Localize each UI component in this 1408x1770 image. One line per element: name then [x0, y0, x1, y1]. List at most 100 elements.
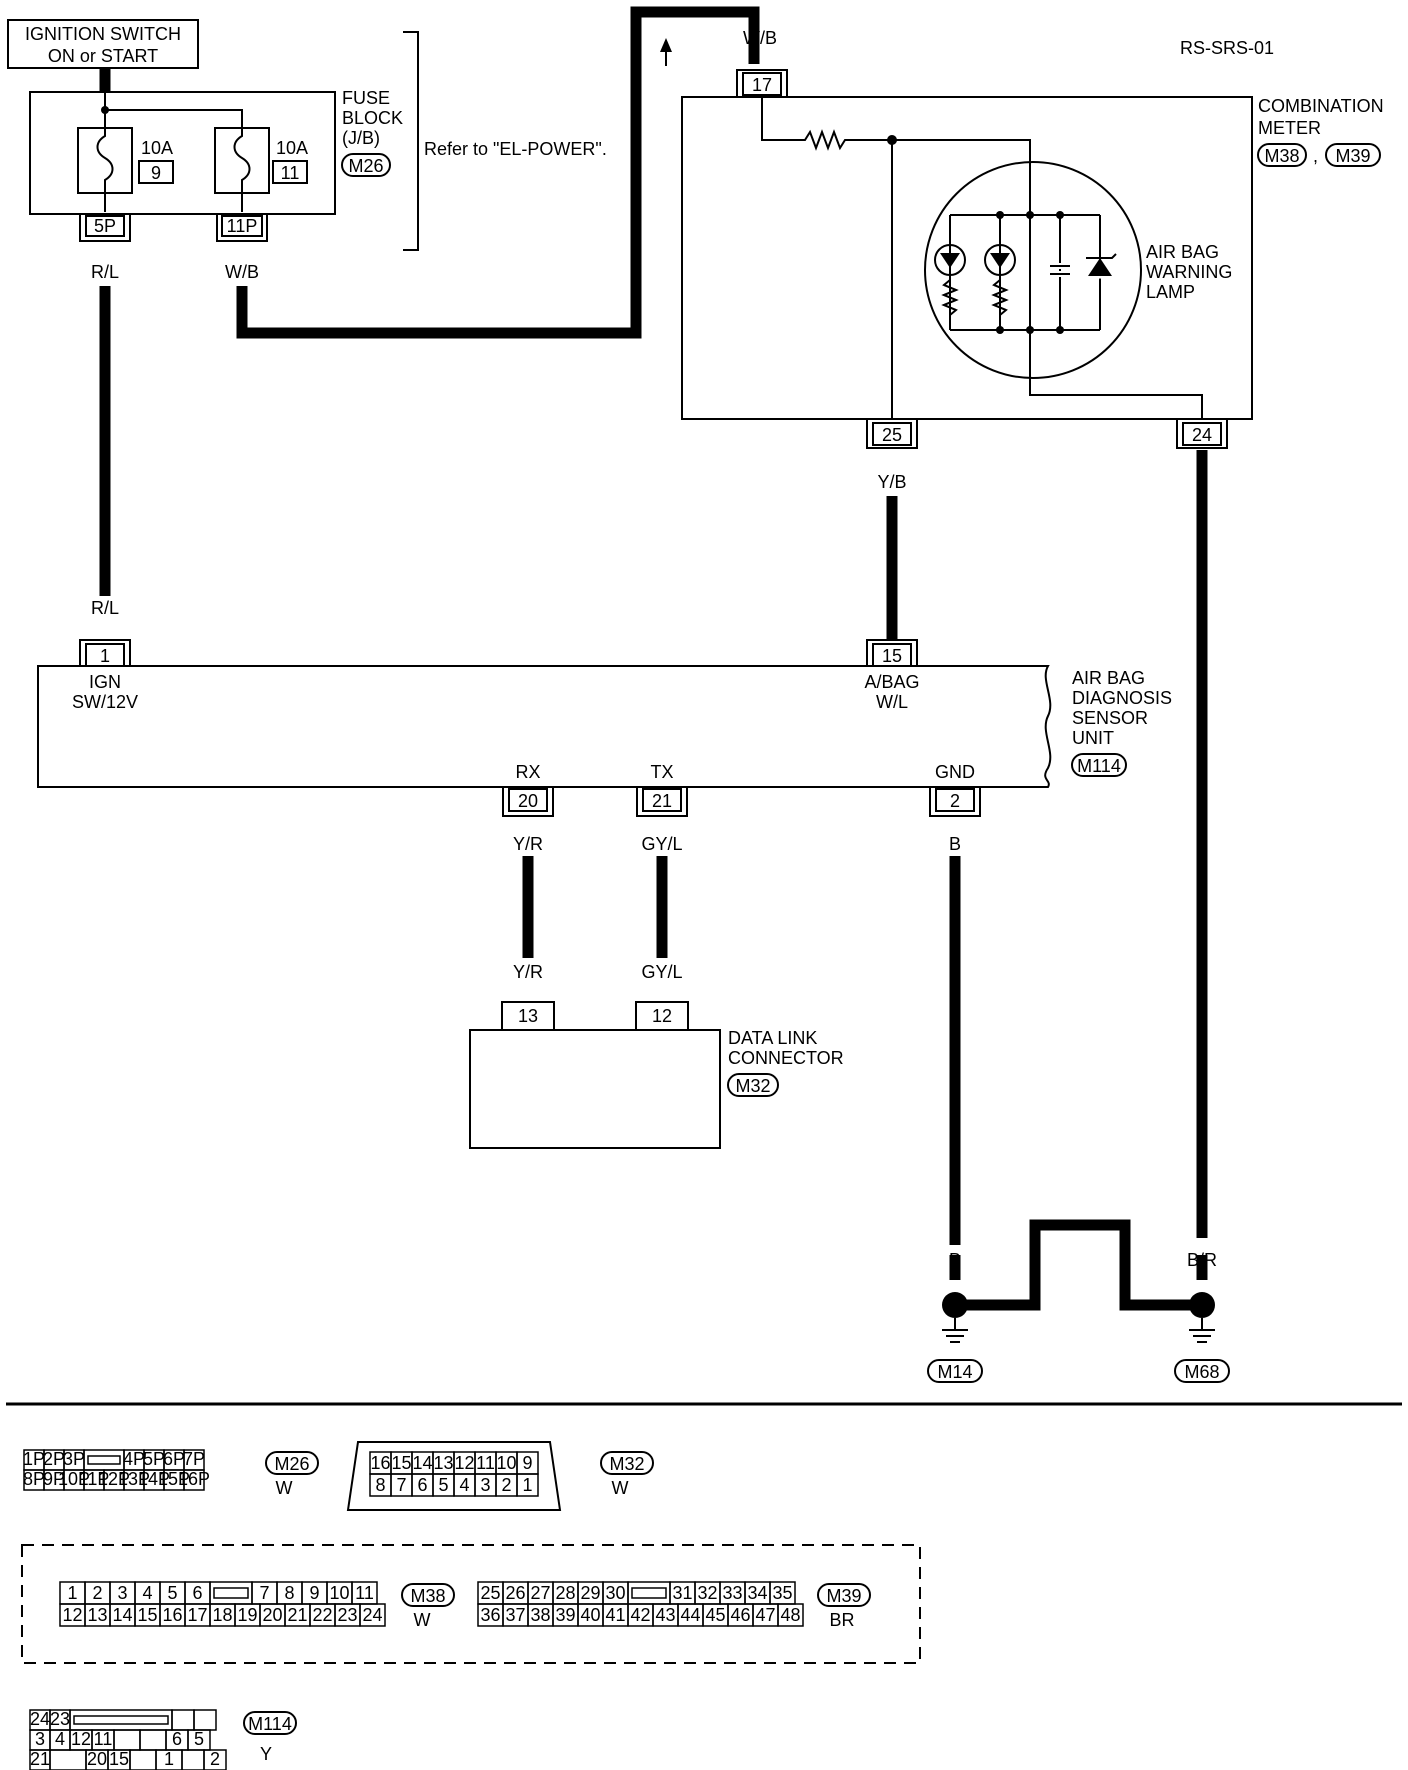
connector-pin-cell: [516, 1473, 539, 1497]
lamp-node: [1056, 326, 1064, 334]
connector-view-color: W: [276, 1478, 293, 1498]
connector-pin-label: 2: [501, 1475, 511, 1495]
connector-pin-label: 12: [71, 1729, 91, 1749]
terminal-12-housing: [635, 1001, 689, 1030]
pin-21-label: TX: [650, 762, 673, 782]
warning-lamp-circle: [924, 161, 1142, 379]
wire-label-wb-fuse: W/B: [225, 262, 259, 282]
connector-pin-label: 3P: [63, 1449, 85, 1469]
connector-pin-label: 1P: [23, 1449, 45, 1469]
connector-pin-label: 15P: [158, 1469, 190, 1489]
connector-pin-cell: [193, 1709, 217, 1731]
connector-pin-label: 42: [630, 1605, 650, 1625]
connector-pin-label: 15: [391, 1453, 411, 1473]
terminal-11p-housing: [216, 214, 268, 242]
connector-view-badge: [600, 1451, 654, 1475]
connector-pin-label: 24: [30, 1709, 50, 1729]
connector-pin-label: 33: [722, 1583, 742, 1603]
pin-2-label: GND: [935, 762, 975, 782]
resistor-1-icon: [941, 279, 959, 316]
connector-view-color: Y: [260, 1744, 272, 1764]
meter-lamp-feed: [892, 139, 1031, 215]
connector-lock-tab: [87, 1455, 121, 1465]
connector-pin-label: 5: [194, 1729, 204, 1749]
connector-pin-label: 19: [237, 1605, 257, 1625]
fuse-block-label-2: BLOCK: [342, 108, 403, 128]
ground-m68-splice: [1189, 1292, 1215, 1318]
connector-pin-label: 15: [109, 1749, 129, 1769]
connector-view-name: M32: [609, 1454, 644, 1474]
data-link-connector-box: [469, 1029, 721, 1149]
connector-pin-cell: [627, 1581, 671, 1605]
meter-connectors-group: [21, 1544, 921, 1664]
terminal-17-box: [742, 72, 782, 96]
connector-pin-label: 7P: [183, 1449, 205, 1469]
connector-view-name: M39: [826, 1586, 861, 1606]
connector-pin-cell: [83, 1449, 125, 1471]
terminal-5p: 5P: [94, 216, 116, 236]
led-2-diode: [990, 253, 1010, 268]
wire-label-rl-bottom: R/L: [91, 598, 119, 618]
terminal-11p-box: [221, 215, 263, 237]
connector-pin-label: 20: [87, 1749, 107, 1769]
connector-pin-label: 41: [605, 1605, 625, 1625]
connector-pin-label: 4: [459, 1475, 469, 1495]
connector-pin-label: 9: [522, 1453, 532, 1473]
connector-pin-label: 48: [780, 1605, 800, 1625]
terminal-11p: 11P: [227, 216, 258, 236]
connector-pin-label: 30: [605, 1583, 625, 1603]
connector-pin-label: 37: [505, 1605, 525, 1625]
fuse-bus-line: [104, 92, 243, 128]
connector-pin-label: 8: [284, 1583, 294, 1603]
connector-pin-cell: [777, 1603, 804, 1627]
connector-pin-label: 7: [259, 1583, 269, 1603]
data-link-connector-badge: [727, 1073, 779, 1097]
connector-pin-label: 2: [210, 1749, 220, 1769]
connector-pin-cell: [171, 1709, 195, 1731]
terminal-17-housing: [736, 69, 788, 97]
ground-m14-connector: M14: [937, 1362, 972, 1382]
connector-pin-label: 25: [480, 1583, 500, 1603]
combination-meter-label-1: COMBINATION: [1258, 96, 1384, 116]
fuse-9-number-box: [138, 160, 174, 184]
zener-bar: [1086, 253, 1117, 259]
connector-pin-label: 13: [87, 1605, 107, 1625]
ignition-switch-sublabel: ON or START: [48, 46, 158, 66]
connector-pin-cell: [113, 1729, 141, 1751]
connector-pin-cell: [49, 1749, 87, 1770]
connector-pin-label: 5: [438, 1475, 448, 1495]
fuse-block-bracket: [403, 31, 419, 251]
connector-pin-label: 46: [730, 1605, 750, 1625]
connector-pin-label: 21: [287, 1605, 307, 1625]
terminal-15: 15: [882, 646, 902, 666]
fuse-block-label-3: (J/B): [342, 128, 380, 148]
terminal-13-housing: [501, 1001, 555, 1030]
connector-pin-label: 40: [580, 1605, 600, 1625]
resistor-2-icon: [991, 279, 1009, 316]
connector-pin-label: 27: [530, 1583, 550, 1603]
ground-m14-badge: [927, 1359, 983, 1383]
connector-pin-label: 2: [92, 1583, 102, 1603]
m32-housing: [346, 1441, 562, 1511]
wire-label-gyl-top: GY/L: [641, 834, 682, 854]
connector-pin-label: 4: [142, 1583, 152, 1603]
connector-pin-label: 12: [62, 1605, 82, 1625]
fuse-block-connector: M26: [348, 156, 383, 176]
wire-label-gyl-bottom: GY/L: [641, 962, 682, 982]
terminal-17: 17: [752, 75, 772, 95]
sensor-unit-label-4: UNIT: [1072, 728, 1114, 748]
terminal-20-box: [508, 788, 548, 812]
fuse-11-element: [233, 128, 251, 212]
terminal-2: 2: [950, 791, 960, 811]
zener-diode-icon: [1088, 258, 1112, 276]
connector-pin-label: 6: [192, 1583, 202, 1603]
led-1-icon: [934, 244, 966, 276]
connector-pin-label: 24: [362, 1605, 382, 1625]
connector-pin-label: 47: [755, 1605, 775, 1625]
connector-pin-label: 9P: [43, 1469, 65, 1489]
pin-15-label-1: A/BAG: [864, 672, 919, 692]
terminal-5p-box: [85, 215, 125, 237]
connector-pin-label: 1: [67, 1583, 77, 1603]
meter-connector-separator: ,: [1313, 146, 1318, 166]
